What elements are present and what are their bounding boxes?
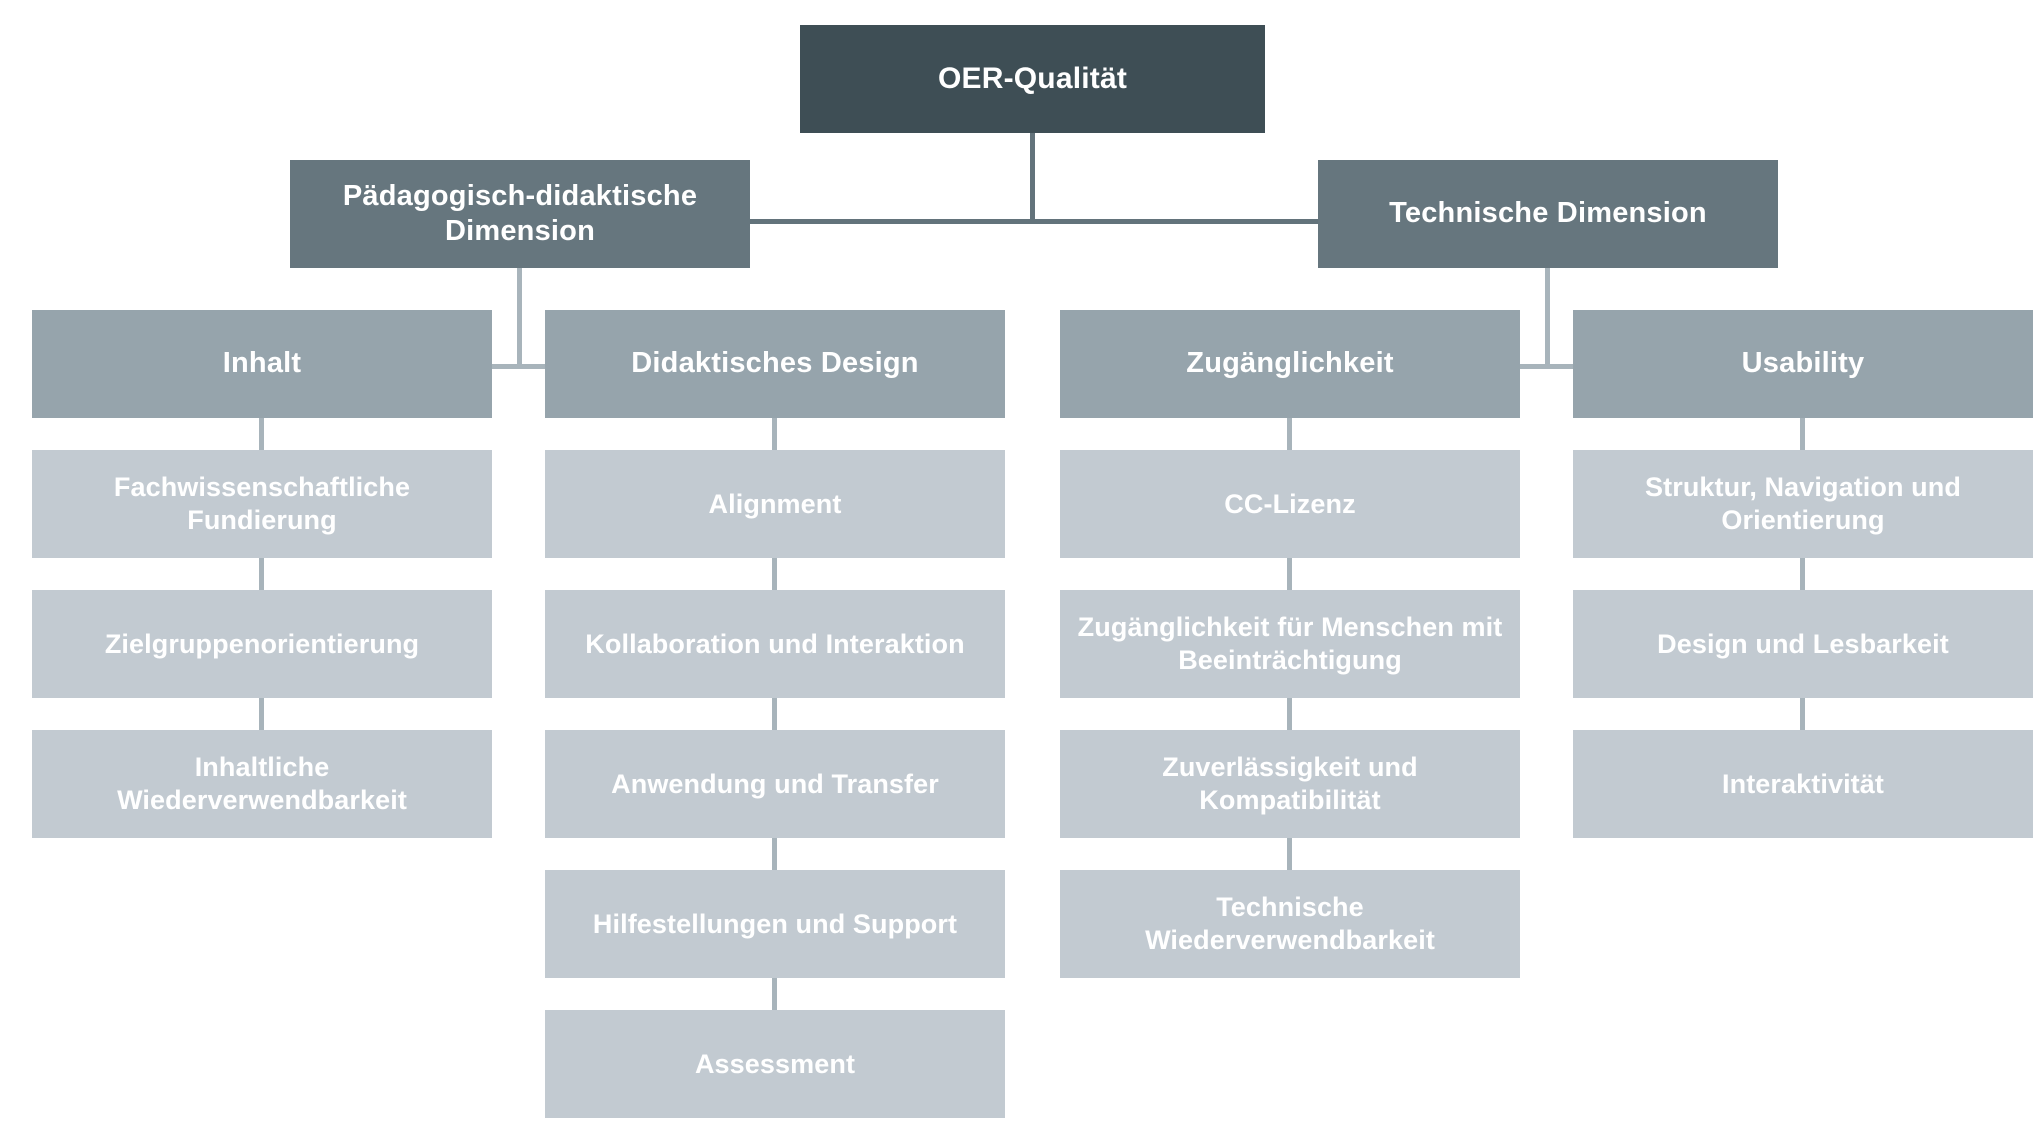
connector-col3-3: [1287, 698, 1292, 730]
connector-col2-4: [772, 838, 777, 870]
connector-col3-4: [1287, 838, 1292, 870]
node-criterion-hilfestellungen-und-support[interactable]: Hilfestellungen und Support: [545, 870, 1005, 978]
connector-level3-spine-right: [1520, 364, 1573, 369]
node-criterion-design-und-lesbarkeit[interactable]: Design und Lesbarkeit: [1573, 590, 2033, 698]
node-criterion-fachwissenschaftliche-fundierung[interactable]: Fachwissenschaftliche Fundierung: [32, 450, 492, 558]
connector-col4-2: [1800, 558, 1805, 590]
connector-root-down: [1030, 133, 1035, 222]
node-criterion-anwendung-und-transfer[interactable]: Anwendung und Transfer: [545, 730, 1005, 838]
node-criterion-interaktivitaet[interactable]: Interaktivität: [1573, 730, 2033, 838]
node-criterion-alignment[interactable]: Alignment: [545, 450, 1005, 558]
node-criterion-zugaenglichkeit-beeintraechtigung[interactable]: Zugänglichkeit für Menschen mit Beeinträ…: [1060, 590, 1520, 698]
node-category-usability[interactable]: Usability: [1573, 310, 2033, 418]
connector-col2-5: [772, 978, 777, 1010]
node-criterion-struktur-navigation-orientierung[interactable]: Struktur, Navigation und Orientierung: [1573, 450, 2033, 558]
node-root-oer-qualitaet[interactable]: OER-Qualität: [800, 25, 1265, 133]
node-dimension-technisch[interactable]: Technische Dimension: [1318, 160, 1778, 268]
node-criterion-technische-wiederverwendbarkeit[interactable]: Technische Wiederverwendbarkeit: [1060, 870, 1520, 978]
node-category-didaktisches-design[interactable]: Didaktisches Design: [545, 310, 1005, 418]
connector-level3-spine-left: [492, 364, 545, 369]
node-criterion-zuverlaessigkeit-und-kompatibilitaet[interactable]: Zuverlässigkeit und Kompatibilität: [1060, 730, 1520, 838]
node-dimension-paedagogisch-didaktisch[interactable]: Pädagogisch-didaktische Dimension: [290, 160, 750, 268]
connector-col2-2: [772, 558, 777, 590]
connector-col1-1: [259, 418, 264, 450]
node-criterion-kollaboration-und-interaktion[interactable]: Kollaboration und Interaktion: [545, 590, 1005, 698]
connector-col2-3: [772, 698, 777, 730]
connector-col4-3: [1800, 698, 1805, 730]
node-criterion-zielgruppenorientierung[interactable]: Zielgruppenorientierung: [32, 590, 492, 698]
connector-col3-1: [1287, 418, 1292, 450]
connector-col1-3: [259, 698, 264, 730]
connector-col1-2: [259, 558, 264, 590]
connector-dimension-spine: [750, 219, 1318, 224]
connector-dim-left-down: [517, 268, 522, 368]
node-criterion-assessment[interactable]: Assessment: [545, 1010, 1005, 1118]
connector-dim-right-down: [1545, 268, 1550, 368]
connector-col4-1: [1800, 418, 1805, 450]
node-category-inhalt[interactable]: Inhalt: [32, 310, 492, 418]
connector-col2-1: [772, 418, 777, 450]
connector-col3-2: [1287, 558, 1292, 590]
node-criterion-inhaltliche-wiederverwendbarkeit[interactable]: Inhaltliche Wiederverwendbarkeit: [32, 730, 492, 838]
node-category-zugaenglichkeit[interactable]: Zugänglichkeit: [1060, 310, 1520, 418]
node-criterion-cc-lizenz[interactable]: CC-Lizenz: [1060, 450, 1520, 558]
